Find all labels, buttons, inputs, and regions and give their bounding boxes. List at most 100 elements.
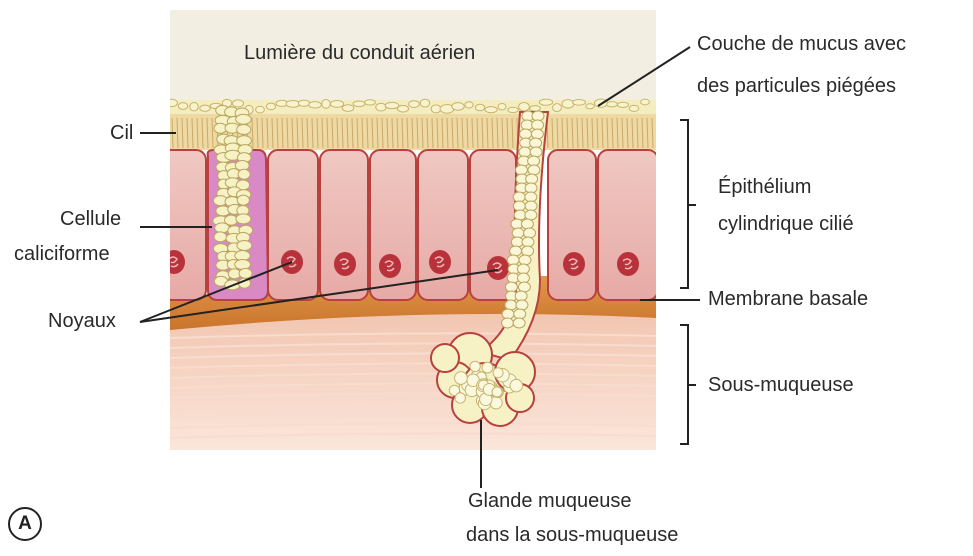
duct-droplet [528,156,540,166]
duct-droplet [511,237,523,247]
duct-droplet [515,165,527,175]
secretion-droplet [237,125,251,135]
duct-droplet [525,201,537,211]
duct-droplet [510,246,522,256]
duct-droplet [521,219,533,229]
mucus-particle [607,102,618,107]
mucus-particle [256,106,265,113]
duct-droplet [514,309,526,319]
secretion-droplet [214,232,227,242]
nucleus [334,252,356,276]
columnar-cell [268,150,318,300]
nucleus [429,250,451,274]
nucleus [563,252,585,276]
mucus-particle [573,99,586,105]
duct-droplet [518,282,530,292]
mucus-particle [190,102,198,111]
mucus-particle [508,107,519,112]
acinus-droplet [493,368,503,378]
mucus-particle [562,100,574,108]
mucus-particle [232,100,243,107]
gland-label-line1: Glande muqueuse [468,488,631,515]
goblet-mucus-secretion [213,105,253,290]
mucus-particle [178,103,187,110]
duct-droplet [517,273,529,283]
columnar-cell [320,150,368,300]
mucus-particle [485,107,497,113]
mucus-particle [553,104,562,112]
acinus-droplet [455,372,468,385]
mucus-particle [322,100,330,109]
acinus-droplet [455,393,465,403]
mucus-particle [641,99,650,105]
secretion-droplet [236,214,251,224]
duct-droplet [515,291,527,301]
duct-droplet [522,246,534,256]
gland-acinus-lobe [431,344,459,372]
duct-droplet [528,165,540,175]
duct-droplet [526,174,538,184]
secretion-droplet [239,268,252,278]
columnar-cell [598,150,658,300]
duct-droplet [513,201,525,211]
basement-membrane-label: Membrane basale [708,286,868,313]
nucleus [379,254,401,278]
secretion-droplet [237,195,249,205]
duct-droplet [525,192,537,202]
mucus-particle [385,102,399,108]
mucus-particle [365,100,376,105]
mucus-particle [452,103,464,111]
mucus-particle [298,100,309,106]
mucus-particle [167,99,178,106]
duct-droplet [507,255,519,265]
acinus-droplet [492,387,502,397]
mucus-particle [475,104,484,111]
duct-droplet [522,237,534,247]
secretion-droplet [236,114,252,124]
mucus-particle [286,100,300,107]
nuclei-label: Noyaux [48,308,116,335]
secretion-droplet [235,260,251,270]
secretion-droplet [238,169,250,179]
duct-droplet [524,228,536,238]
mucus-particle [409,101,420,108]
duct-droplet [516,300,528,310]
duct-droplet [520,129,532,139]
columnar-cell [160,150,206,300]
goblet-cell-label-line2: caliciforme [14,241,110,268]
mucus-particle [330,100,343,107]
mucus-layer-label-line2: des particules piégées [697,73,896,100]
duct-droplet [530,138,542,148]
mucus-particle [618,102,629,107]
mucus-particle [465,102,473,108]
mucus-particle [530,106,541,112]
duct-droplet [525,183,537,193]
duct-droplet [532,120,544,130]
duct-droplet [519,255,531,265]
mucus-particle [420,99,429,107]
acinus-droplet [482,362,493,373]
mucus-particle [629,105,638,111]
duct-droplet [513,318,525,328]
duct-droplet [531,129,543,139]
duct-droplet [532,111,544,121]
submucosa-bracket [680,325,696,444]
mucus-particle [200,105,210,111]
duct-droplet [513,192,525,202]
duct-droplet [519,147,531,157]
mucus-particle [519,102,530,110]
secretion-droplet [235,160,249,170]
duct-droplet [530,147,542,157]
columnar-cell [548,150,596,300]
duct-droplet [512,228,524,238]
epithelium-label-line1: Épithélium [718,174,811,201]
mucus-particle [431,105,441,113]
mucus-particle [398,105,409,112]
secretion-droplet [237,241,252,251]
duct-droplet [502,318,514,328]
mucus-particle [266,103,275,110]
duct-droplet [502,309,514,319]
mucus-layer-label-line1: Couche de mucus avec [697,31,906,58]
mucus-particle [342,105,354,112]
duct-droplet [505,300,517,310]
